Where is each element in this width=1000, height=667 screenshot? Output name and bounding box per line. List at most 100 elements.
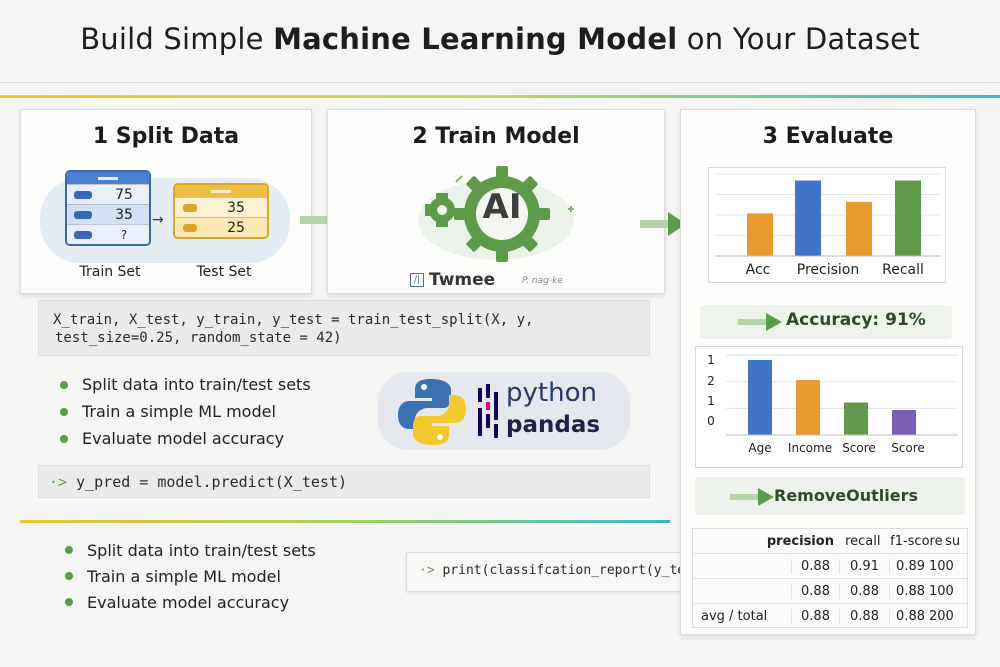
row-label: avg / total [701, 609, 768, 624]
title-post: on Your Dataset [677, 22, 920, 56]
tick-label: 2 [707, 374, 715, 388]
train-cell: ? [120, 227, 128, 242]
bar [748, 360, 772, 435]
list-item: Split data into train/test sets [65, 537, 316, 563]
cell: 0.88 [791, 583, 839, 599]
list-item: Evaluate model accuracy [60, 425, 311, 452]
cell: 0.88 [839, 583, 889, 599]
list-item-text: Evaluate model accuracy [82, 429, 285, 448]
bullet-icon [60, 380, 68, 389]
steps-list-bottom: Split data into train/test sets Train a … [65, 537, 316, 615]
arrow-right-icon [738, 313, 782, 331]
metrics-chart-svg [715, 173, 941, 257]
code-line: X_train, X_test, y_train, y_test = train… [53, 312, 534, 328]
report-header: su [945, 533, 961, 549]
tick-label: 1 [707, 353, 715, 367]
outliers-label: RemoveOutliers [774, 486, 918, 505]
metrics-chart: Acc Precision Recall [708, 167, 946, 283]
table-row: 0.88 0.88 0.88 100 [693, 579, 967, 604]
arrow-right-icon [730, 488, 774, 506]
train-set-label: Train Set [79, 264, 141, 280]
accuracy-label: Accuracy: 91% [786, 310, 926, 330]
bar [796, 380, 820, 435]
evaluate-heading: 3 Evaluate [762, 124, 894, 149]
bullet-icon [65, 598, 73, 606]
cell: 100 [929, 583, 954, 599]
cell: 0.88 [839, 609, 889, 624]
pandas-wordmark: pandas [506, 412, 601, 438]
bullet-icon [65, 546, 73, 554]
split-data-heading: 1 Split Data [92, 124, 240, 149]
python-logo-icon [398, 379, 466, 445]
test-row: 25 [175, 217, 267, 237]
table-row: 0.88 0.91 0.89 100 [693, 554, 967, 579]
report-header: recall [845, 533, 881, 549]
bar [844, 402, 868, 435]
feature-chart: 1 2 1 0 Age Income Score Score [695, 346, 963, 468]
code-line: test_size=0.25, random_state = 42) [55, 330, 342, 346]
ai-gear-icon [418, 166, 574, 262]
cell: 0.89 [889, 558, 925, 574]
tick-label: Precision [796, 262, 860, 278]
brand-logo-icon: /| [410, 273, 424, 287]
bullet-icon [60, 434, 68, 443]
ai-label: AI [482, 187, 522, 227]
brand-name: Twmee [429, 270, 496, 290]
steps-list-top: Split data into train/test sets Train a … [60, 371, 311, 452]
test-row: 35 [175, 197, 267, 217]
train-model-heading: 2 Train Model [412, 124, 580, 149]
split-arrow-icon: → [152, 212, 164, 228]
tick-label: 0 [707, 414, 715, 428]
bullet-icon [65, 572, 73, 580]
brand-sub: P. nag-ke [522, 276, 563, 286]
list-item: Split data into train/test sets [60, 371, 311, 398]
feature-chart-svg [726, 354, 958, 436]
list-item-text: Train a simple ML model [87, 566, 281, 586]
list-item-text: Evaluate model accuracy [87, 592, 290, 612]
cell: 0.88 [791, 558, 839, 574]
code-line: y_pred = model.predict(X_test) [76, 473, 348, 491]
test-cell: 35 [227, 199, 245, 216]
train-table-header [67, 172, 149, 184]
tick-label: Income [787, 441, 833, 455]
bar [747, 213, 773, 256]
train-row: 35 [67, 204, 149, 224]
tick-label: Age [748, 441, 772, 455]
tick-label: 1 [707, 394, 715, 408]
list-item: Evaluate model accuracy [65, 589, 316, 615]
tick-label: Score [891, 441, 925, 455]
title-pre: Build Simple [80, 22, 274, 56]
prompt-icon: ·> [49, 473, 68, 491]
classification-report: precision recall f1-score su 0.88 0.91 0… [692, 528, 968, 628]
tick-label: Recall [882, 262, 924, 278]
cell: 200 [929, 609, 954, 624]
test-cell: 25 [227, 219, 245, 236]
prompt-icon: ·> [419, 563, 435, 578]
report-header: f1-score [890, 533, 943, 549]
list-item-text: Train a simple ML model [82, 402, 276, 421]
list-item-text: Split data into train/test sets [82, 375, 311, 394]
title-bold: Machine Learning Model [273, 22, 678, 56]
page-title: Build Simple Machine Learning Model on Y… [0, 22, 1000, 56]
pandas-logo-icon [478, 384, 498, 438]
report-header: precision [766, 533, 834, 549]
test-table-header [175, 185, 267, 197]
table-row: avg / total 0.88 0.88 0.88 200 [693, 604, 967, 627]
accent-rule-bottom [20, 520, 670, 523]
bar [892, 410, 916, 435]
test-set-table: 35 25 [173, 183, 269, 239]
cell: 100 [929, 558, 954, 574]
python-wordmark: python [506, 378, 597, 408]
bar [795, 180, 821, 256]
tick-label: Score [842, 441, 876, 455]
train-cell: 75 [115, 186, 133, 203]
train-row: ? [67, 224, 149, 244]
train-row: 75 [67, 184, 149, 204]
cell: 0.88 [889, 583, 925, 599]
list-item-text: Split data into train/test sets [87, 540, 316, 560]
accent-rule-top [0, 95, 1000, 98]
list-item: Train a simple ML model [60, 398, 311, 425]
test-set-label: Test Set [196, 264, 252, 280]
bar [895, 180, 921, 256]
cell: 0.88 [889, 609, 925, 624]
